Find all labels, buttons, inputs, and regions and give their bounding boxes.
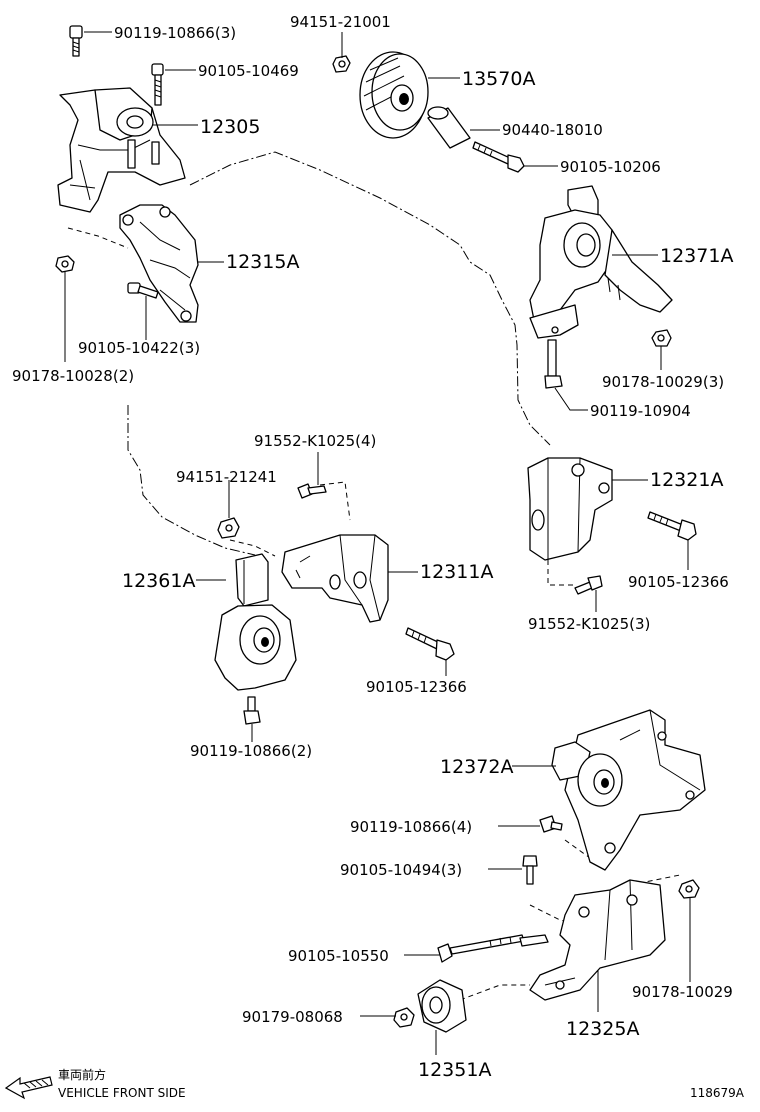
label-90105-10550: 90105-10550 [288, 947, 389, 965]
label-90178-10029-3: 90178-10029(3) [602, 373, 724, 391]
label-90119-10866-2: 90119-10866(2) [190, 742, 312, 760]
nut-94151-21241-icon [217, 517, 240, 539]
phantom-reference-lines [67, 151, 681, 1001]
bolt-90105-10550-icon [437, 934, 549, 963]
label-90105-12366-right: 90105-12366 [628, 573, 729, 591]
label-12321A: 12321A [650, 469, 723, 491]
collar-90440-18010-icon [427, 106, 471, 149]
bolt-90105-10422-icon [127, 282, 159, 299]
label-12315A: 12315A [226, 251, 299, 273]
label-90105-10206: 90105-10206 [560, 158, 661, 176]
label-12371A: 12371A [660, 245, 733, 267]
label-12372A: 12372A [440, 756, 513, 778]
engine-mount-12305-icon [57, 87, 186, 213]
nut-94151-21001-icon [332, 55, 351, 73]
figure-id: 118679A [690, 1086, 745, 1100]
label-91552-K1025-3: 91552-K1025(3) [528, 615, 650, 633]
label-94151-21001: 94151-21001 [290, 13, 391, 31]
label-90119-10866-3: 90119-10866(3) [114, 24, 236, 42]
label-12305: 12305 [200, 116, 260, 138]
mount-12371A-icon [529, 185, 673, 339]
label-12325A: 12325A [566, 1018, 639, 1040]
label-90105-10494-3: 90105-10494(3) [340, 861, 462, 879]
label-12351A: 12351A [418, 1059, 491, 1081]
part-number-labels: 90119-10866(3) 94151-21001 90105-10469 1… [12, 13, 733, 1081]
bolt-90119-10904-icon [544, 339, 563, 389]
bolt-90119-10866-2-icon [243, 696, 261, 725]
label-90440-18010: 90440-18010 [502, 121, 603, 139]
label-90105-12366-center: 90105-12366 [366, 678, 467, 696]
label-90179-08068: 90179-08068 [242, 1008, 343, 1026]
label-13570A: 13570A [462, 68, 535, 90]
front-label-english: VEHICLE FRONT SIDE [58, 1086, 186, 1100]
label-91552-K1025-4: 91552-K1025(4) [254, 432, 376, 450]
bolt-90105-12366-right-icon [647, 511, 697, 541]
label-90119-10866-4: 90119-10866(4) [350, 818, 472, 836]
mount-12361A-icon [214, 553, 297, 691]
damper-12351A-icon [417, 979, 467, 1033]
front-label-japanese: 車両前方 [58, 1067, 106, 1082]
bolt-91552-K1025-3-icon [574, 575, 603, 595]
bracket-12321A-icon [527, 457, 613, 561]
bolt-90105-10494-3-icon [522, 855, 538, 885]
label-90105-10422-3: 90105-10422(3) [78, 339, 200, 357]
bracket-12311A-icon [281, 534, 389, 623]
bolt-90105-10206-icon [472, 141, 525, 173]
bolt-91552-K1025-4-icon [297, 483, 327, 499]
bolt-90105-12366-center-icon [405, 627, 455, 661]
label-12361A: 12361A [122, 570, 195, 592]
leader-lines [64, 31, 691, 1055]
bracket-12325A-icon [529, 879, 666, 1001]
nut-90178-10029-3-icon [651, 329, 672, 347]
bolt-90119-10866-4-icon [539, 815, 563, 833]
nut-90178-10028-icon [55, 255, 75, 273]
bolt-90119-10866-icon [69, 25, 83, 57]
pulley-13570A-icon [359, 51, 429, 139]
label-94151-21241: 94151-21241 [176, 468, 277, 486]
nut-90178-10029-icon [678, 879, 700, 899]
bolt-90105-10469-icon [151, 63, 164, 106]
label-90119-10904: 90119-10904 [590, 402, 691, 420]
label-12311A: 12311A [420, 561, 493, 583]
nut-90179-08068-icon [393, 1007, 415, 1028]
bracket-12315A-icon [119, 204, 199, 323]
vehicle-front-indicator: 車両前方 VEHICLE FRONT SIDE [4, 1067, 186, 1100]
mount-12372A-icon [551, 709, 706, 871]
label-90178-10029: 90178-10029 [632, 983, 733, 1001]
label-90105-10469: 90105-10469 [198, 62, 299, 80]
label-90178-10028-2: 90178-10028(2) [12, 367, 134, 385]
